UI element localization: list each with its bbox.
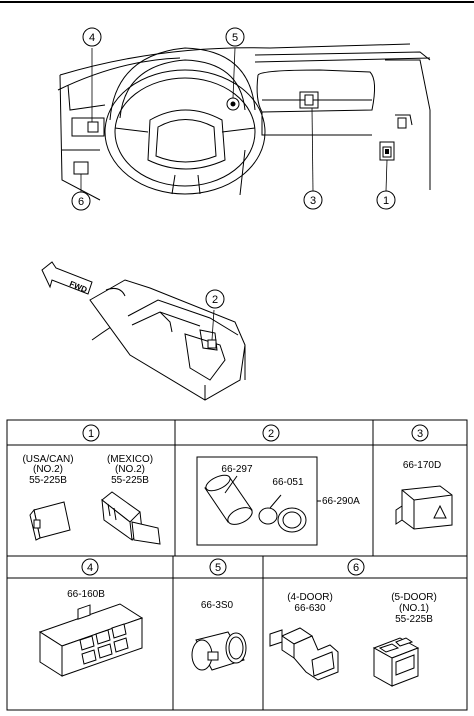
cell4-switch-panel-illustration [38, 603, 144, 677]
header-label: 3 [417, 428, 423, 440]
cell3-part: 66-170D [403, 460, 441, 471]
part-6-switch-location [73, 161, 89, 175]
cell6-left-line1: (4-DOOR) [287, 592, 333, 603]
cell1-left-part: 55-225B [29, 475, 67, 486]
callout-6-top: 6 [71, 191, 91, 211]
callout-label: 3 [310, 195, 316, 207]
fwd-arrow: FWD [41, 261, 93, 295]
table-header-3: 3 [411, 424, 429, 442]
cell6-right-line2: (NO.1) [399, 603, 429, 614]
header-label: 5 [215, 562, 221, 574]
callout-label: 2 [212, 294, 218, 306]
dashboard-illustration [57, 43, 431, 201]
cell5-button-illustration [191, 631, 247, 671]
cell6-left-part: 66-630 [294, 603, 326, 614]
cell1-right-line1: (MEXICO) [107, 454, 153, 465]
cell4-part: 66-160B [67, 589, 105, 600]
callout-label: 4 [89, 32, 95, 44]
table-header-6: 6 [347, 558, 365, 576]
header-label: 2 [268, 428, 274, 440]
callout-1-top: 1 [376, 190, 396, 210]
cell6-right-line1: (5-DOOR) [391, 592, 437, 603]
callout-3-top: 3 [303, 190, 323, 210]
part-3-switch-location [304, 94, 314, 106]
cell6-right-part: 55-225B [395, 614, 433, 625]
cell1-right-line2: (NO.2) [115, 464, 145, 475]
cell1-right-switch-illustration [101, 491, 161, 545]
cell2-assembly: 66-290A [322, 496, 360, 507]
console-illustration [89, 279, 246, 401]
cell1-left-line1: (USA/CAN) [22, 454, 73, 465]
cell6-left-switch-illustration [269, 627, 339, 681]
callout-5-top: 5 [225, 27, 245, 47]
parts-table [6, 419, 468, 711]
table-header-2: 2 [262, 424, 280, 442]
part-2-location [207, 339, 217, 349]
callout-label: 6 [78, 196, 84, 208]
cell2-part-a: 66-297 [221, 464, 253, 475]
header-label: 4 [87, 562, 93, 574]
cell6-right-switch-illustration [372, 637, 420, 687]
cell3-hazard-switch-illustration [395, 485, 453, 530]
header-label: 6 [353, 562, 359, 574]
callout-label: 5 [232, 32, 238, 44]
callout-4-top: 4 [82, 27, 102, 47]
part-4-switch-location [87, 121, 99, 133]
header-label: 1 [88, 428, 94, 440]
cell5-part: 66-3S0 [201, 600, 234, 611]
cell2-cap-illustration [258, 494, 307, 533]
cell1-right-part: 55-225B [111, 475, 149, 486]
cell2-part-b: 66-051 [272, 477, 304, 488]
table-header-5: 5 [209, 558, 227, 576]
callout-label: 1 [383, 195, 389, 207]
callout-2-console: 2 [205, 289, 225, 309]
cell1-left-cover-illustration [29, 501, 71, 541]
table-header-1: 1 [82, 424, 100, 442]
table-header-4: 4 [81, 558, 99, 576]
cell2-socket-illustration [204, 474, 253, 525]
cell1-left-line2: (NO.2) [33, 464, 63, 475]
